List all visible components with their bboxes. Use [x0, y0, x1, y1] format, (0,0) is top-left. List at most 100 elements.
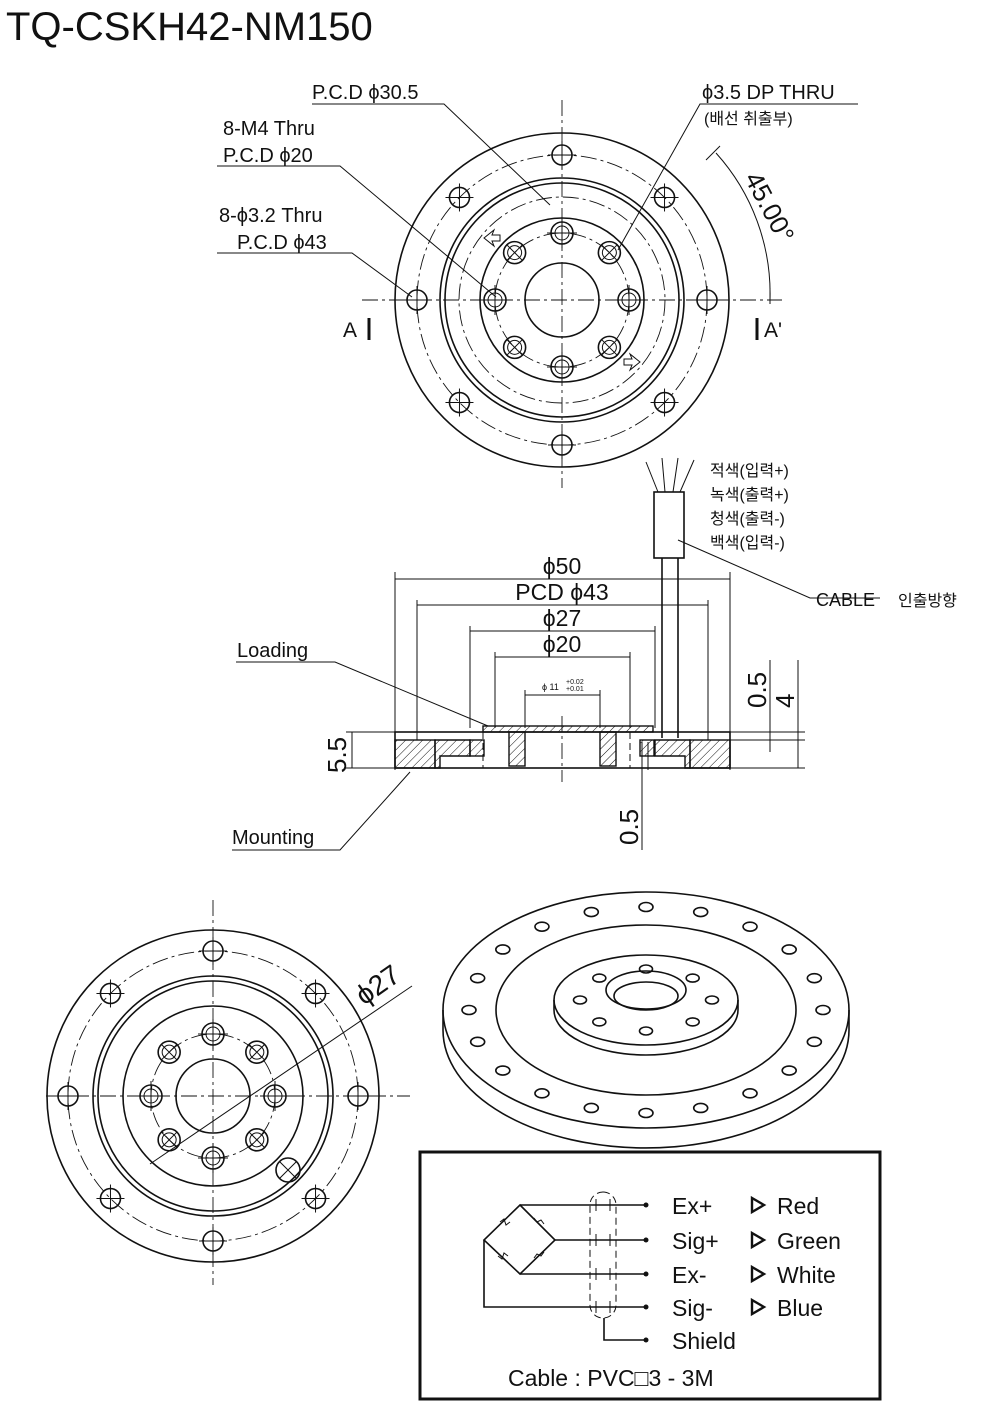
- arrow-icon: [750, 1264, 767, 1284]
- drawing-title: TQ-CSKH42-NM150: [6, 5, 373, 49]
- dim-d11: ϕ 11: [542, 682, 559, 692]
- cable-sheath: [653, 491, 685, 559]
- side-view: ϕ50 PCD ϕ43 ϕ27 ϕ20 ϕ 11 +0.02 +0.01 5.5: [232, 553, 805, 851]
- dim-h-5-5: 5.5: [322, 737, 352, 773]
- m4-hole: [245, 1128, 269, 1152]
- hole-3-2-label: 8-ϕ3.2 Thru: [219, 205, 322, 227]
- wire-color-label: White: [777, 1262, 836, 1288]
- pcd-43-label: P.C.D ϕ43: [237, 232, 327, 254]
- iso-hole: [815, 1004, 831, 1016]
- m4-hole: [136, 1081, 166, 1111]
- bridge-circuit: [482, 1203, 557, 1276]
- iso-hole: [781, 1065, 797, 1076]
- m4-hole: [260, 1081, 290, 1111]
- iso-hole: [781, 944, 797, 955]
- m4-thru-label: 8-M4 Thru: [223, 118, 315, 140]
- m4-hole: [597, 240, 622, 265]
- mount-hole: [548, 141, 576, 169]
- mount-hole: [301, 979, 330, 1008]
- dp-thru-label: ϕ3.5 DP THRU: [702, 82, 835, 104]
- signal-label: Ex+: [672, 1193, 712, 1219]
- mount-hole: [96, 1184, 125, 1213]
- section-a-prime-label: A': [764, 319, 782, 342]
- m4-hole: [245, 1040, 269, 1064]
- m4-hole: [614, 285, 644, 315]
- wire-green-label: 녹색(출력+): [710, 486, 789, 504]
- iso-hole: [638, 901, 654, 913]
- iso-hole: [592, 973, 607, 983]
- iso-inner-holes: [572, 964, 720, 1036]
- top-view: P.C.D ϕ30.5 8-M4 Thru P.C.D ϕ20 8-ϕ3.2 T…: [217, 82, 858, 488]
- outer-flange-circle: [394, 132, 730, 468]
- arrow-icon: [750, 1230, 767, 1250]
- cable: 적색(입력+) 녹색(출력+) 청색(출력-) 백색(입력-) CABLE 인출…: [645, 457, 957, 738]
- mount-hole: [54, 1082, 82, 1110]
- m4-hole: [157, 1040, 181, 1064]
- dim-h-0-5-bottom: 0.5: [614, 809, 644, 845]
- arrow-icon: [750, 1195, 767, 1215]
- mount-hole: [445, 388, 474, 417]
- dim-d20: ϕ20: [543, 631, 581, 657]
- m4-hole: [157, 1128, 181, 1152]
- iso-hole: [692, 906, 709, 918]
- mount-hole: [693, 286, 721, 314]
- angle-label: 45.00°: [739, 167, 801, 248]
- wire-blue-label: 청색(출력-): [710, 510, 785, 528]
- loading-plate: [482, 725, 654, 733]
- signal-label: Sig-: [672, 1295, 713, 1321]
- bottom-outer-holes: [54, 937, 372, 1255]
- wiring-box: [418, 1150, 882, 1401]
- m4-hole: [198, 1143, 228, 1173]
- mounting-label: Mounting: [232, 827, 314, 849]
- iso-hole: [583, 906, 600, 918]
- m4-hole: [547, 218, 577, 248]
- iso-hole: [638, 964, 654, 974]
- bottom-view: ϕ27: [46, 900, 413, 1285]
- pcd-30-5-label: P.C.D ϕ30.5: [312, 82, 418, 104]
- iso-hole: [534, 921, 550, 932]
- iso-hole: [742, 921, 758, 932]
- mount-hole: [403, 286, 431, 314]
- m4-hole: [502, 335, 527, 360]
- iso-hole: [638, 1026, 654, 1036]
- terminal-dot: [643, 1202, 649, 1208]
- iso-hole: [592, 1017, 607, 1027]
- mount-hole: [96, 979, 125, 1008]
- terminal-dot: [643, 1237, 649, 1243]
- mount-hole: [650, 388, 679, 417]
- iso-hole: [742, 1088, 758, 1099]
- mount-hole: [301, 1184, 330, 1213]
- iso-hole: [685, 973, 700, 983]
- dim-d27: ϕ27: [543, 605, 581, 631]
- iso-hole: [704, 995, 720, 1005]
- cable-direction-label: 인출방향: [898, 592, 957, 610]
- cable-label: CABLE: [816, 590, 875, 610]
- m4-hole: [547, 352, 577, 382]
- section-a-label: A: [343, 319, 357, 342]
- iso-hole: [534, 1088, 550, 1099]
- iso-hole: [685, 1017, 700, 1027]
- wire-white-label: 백색(입력-): [710, 534, 785, 552]
- iso-outer-holes: [461, 901, 831, 1119]
- terminal-dot: [643, 1304, 649, 1310]
- dim-h-0-5-top: 0.5: [742, 672, 772, 708]
- dp-thru-note: (배선 취출부): [704, 110, 793, 128]
- shield-outline: [589, 1191, 617, 1319]
- mount-hole: [548, 431, 576, 459]
- signal-label: Sig+: [672, 1228, 719, 1254]
- tol-lower: +0.01: [566, 686, 584, 693]
- iso-hole: [495, 944, 511, 955]
- outer-mounting-holes: [403, 141, 721, 459]
- wire-color-label: Blue: [777, 1295, 823, 1321]
- iso-hole: [572, 995, 588, 1005]
- m4-hole: [597, 335, 622, 360]
- tol-upper: +0.02: [566, 679, 584, 686]
- terminal-dot: [643, 1271, 649, 1277]
- dim-d50: ϕ50: [543, 553, 581, 579]
- iso-hole: [469, 972, 486, 984]
- pcd-30-5-circle: [458, 196, 666, 404]
- inner-m4-holes: [480, 218, 644, 382]
- iso-hole: [692, 1102, 709, 1114]
- arrow-icon: [750, 1297, 767, 1317]
